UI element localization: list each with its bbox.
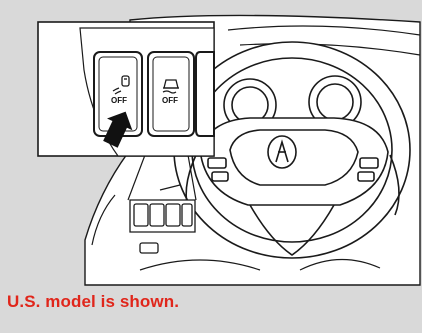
- button-right-label: OFF: [162, 96, 178, 105]
- callout-box: OFF OFF: [38, 22, 214, 156]
- vehicle-stability-assist-off-button: OFF: [148, 52, 194, 136]
- partial-button: [196, 52, 214, 136]
- button-left-label: OFF: [111, 96, 127, 105]
- model-caption: U.S. model is shown.: [7, 292, 179, 312]
- acura-logo-icon: [268, 136, 296, 168]
